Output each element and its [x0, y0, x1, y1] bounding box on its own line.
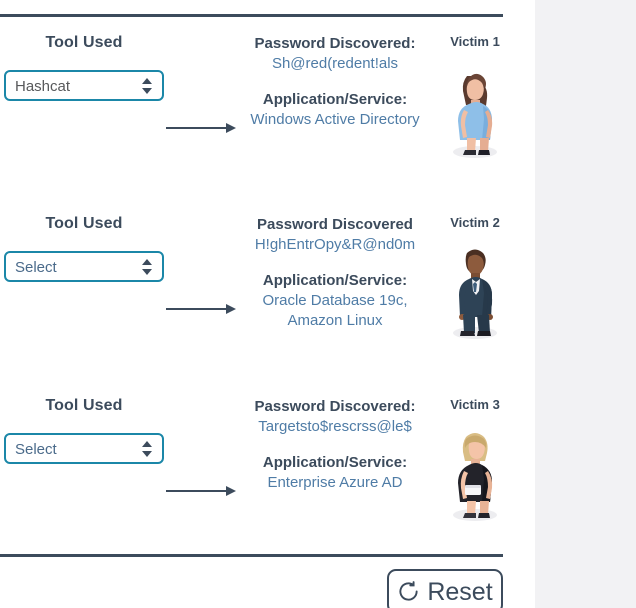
flow-arrow-icon [166, 485, 240, 497]
spinner-arrows-icon[interactable] [142, 440, 152, 460]
application-service-heading: Application/Service: [262, 272, 408, 289]
password-discovered-value: Targetsto$rescrss@le$ [258, 418, 412, 435]
woman-blue-dress-avatar [453, 73, 497, 158]
tool-select-1-value: Hashcat [15, 78, 71, 95]
tool-column: Tool Used Select [0, 397, 168, 464]
victim-label: Victim 1 [450, 34, 500, 49]
right-gutter [535, 0, 636, 608]
victim-label: Victim 3 [450, 397, 500, 412]
tool-used-label: Tool Used [45, 397, 123, 414]
password-discovered-heading: Password Discovered: [254, 398, 416, 415]
tool-used-label: Tool Used [45, 215, 123, 232]
application-service-value: Windows Active Directory [250, 111, 420, 128]
tool-select-2[interactable]: Select [4, 251, 164, 282]
top-divider [0, 14, 503, 17]
spinner-arrows-icon[interactable] [142, 258, 152, 278]
application-service-heading: Application/Service: [262, 91, 408, 108]
reset-button-label: Reset [427, 577, 493, 606]
refresh-ccw-icon [399, 581, 418, 601]
flow-arrow-icon [166, 122, 240, 134]
info-column: Password Discovered: Sh@red(redent!als A… [240, 34, 430, 130]
woman-black-dress-avatar [453, 433, 497, 521]
info-column: Password Discovered: Targetsto$rescrss@l… [240, 397, 430, 493]
exercise-panel: Tool Used Hashcat Password Discovered: S… [0, 0, 535, 608]
victim-column: Victim 3 [425, 397, 525, 525]
application-service-value: Oracle Database 19c, Amazon Linux [262, 292, 408, 329]
application-service-heading: Application/Service: [262, 454, 408, 471]
password-discovered-value: H!ghEntrOpy&R@nd0m [254, 236, 416, 253]
tool-column: Tool Used Hashcat [0, 34, 168, 101]
password-discovered-value: Sh@red(redent!als [271, 55, 399, 72]
tool-column: Tool Used Select [0, 215, 168, 282]
application-service-value: Enterprise Azure AD [267, 474, 403, 491]
tool-select-3-value: Select [15, 441, 57, 458]
bottom-divider [0, 554, 503, 557]
password-discovered-heading: Password Discovered [257, 216, 413, 233]
tool-select-2-value: Select [15, 259, 57, 276]
password-discovered-heading: Password Discovered: [254, 35, 416, 52]
tool-used-label: Tool Used [45, 34, 123, 51]
info-column: Password Discovered H!ghEntrOpy&R@nd0m A… [240, 215, 430, 331]
victim-column: Victim 1 [425, 34, 525, 162]
victim-label: Victim 2 [450, 215, 500, 230]
victim-column: Victim 2 [425, 215, 525, 343]
tool-select-1[interactable]: Hashcat [4, 70, 164, 101]
tool-select-3[interactable]: Select [4, 433, 164, 464]
man-navy-suit-avatar [453, 249, 497, 339]
reset-button[interactable]: Reset [387, 569, 503, 608]
flow-arrow-icon [166, 303, 240, 315]
spinner-arrows-icon[interactable] [142, 77, 152, 97]
